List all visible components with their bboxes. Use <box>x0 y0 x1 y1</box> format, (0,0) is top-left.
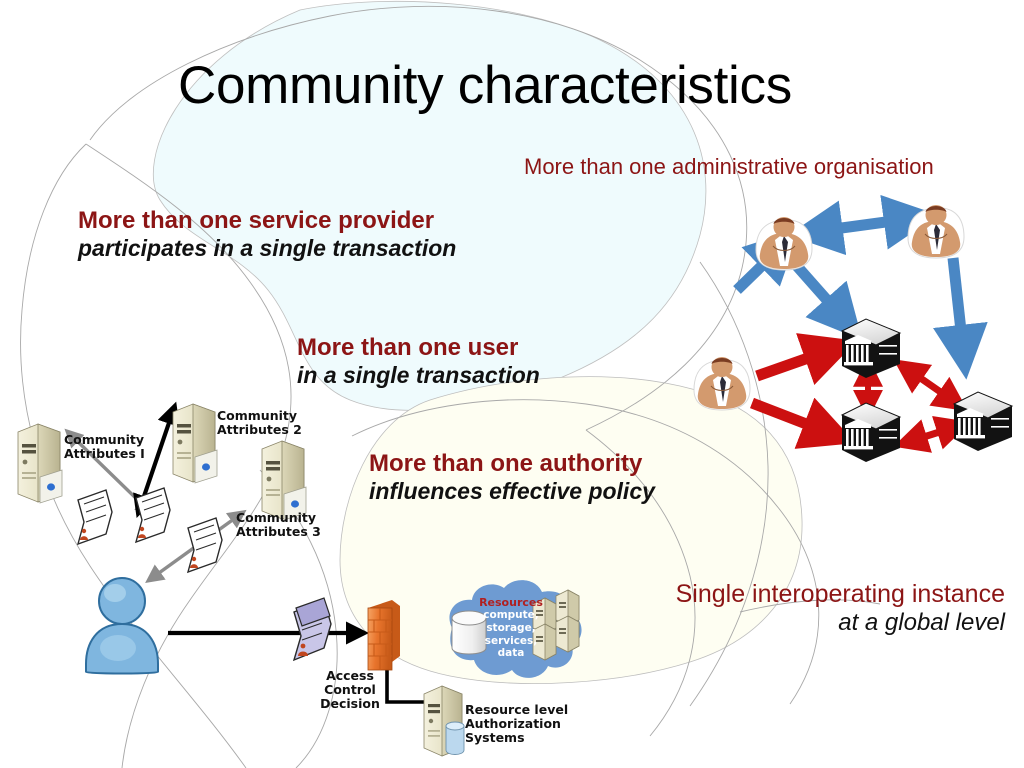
attribute-server-icon-3 <box>261 440 307 521</box>
credential-document-icon-3 <box>186 517 223 574</box>
credential-document-icon-request <box>292 597 332 662</box>
red-edges <box>750 333 971 453</box>
credential-document-icon-1 <box>76 489 113 546</box>
label-community-attributes-1: Community Attributes I <box>64 432 145 461</box>
blue-edges <box>733 194 988 380</box>
institution-building-icon-top <box>840 318 902 378</box>
claim-single-instance-line1: Single interoperating instance <box>675 580 1005 608</box>
claim-admin-organisation: More than one administrative organisatio… <box>524 154 934 179</box>
edge-person-left-institution-top <box>755 333 858 385</box>
claim-user-line1: More than one user <box>297 334 519 361</box>
claim-more-than-one-user: More than one user in a single transacti… <box>297 334 540 389</box>
authorization-server-icon <box>423 685 465 757</box>
database-cylinder-icon <box>451 610 487 655</box>
institution-building-icon-bottom <box>840 402 902 462</box>
edge-institution-top-right <box>893 359 969 412</box>
attribute-server-icon-2 <box>172 403 218 484</box>
server-rack-icon <box>532 589 580 661</box>
edge-institution-bottom-right <box>893 415 971 453</box>
claim-single-instance-line2: at a global level <box>838 609 1005 636</box>
label-community-attributes-2: Community Attributes 2 <box>217 408 302 437</box>
claim-more-than-one-authority: More than one authority influences effec… <box>369 450 655 505</box>
firewall-brick-icon <box>367 600 400 671</box>
arrow-user-server2 <box>133 401 180 518</box>
edge-person-tr-institution-right <box>933 257 988 380</box>
businessman-icon-left <box>693 357 751 411</box>
page-title: Community characteristics <box>178 56 792 115</box>
label-resources-heading: Resources <box>479 596 543 609</box>
claim-authority-line2: influences effective policy <box>369 478 655 504</box>
label-resource-level-authorization: Resource level Authorization Systems <box>465 702 569 745</box>
label-community-attributes-3: Community Attributes 3 <box>236 510 321 539</box>
claim-service-provider: More than one service provider participa… <box>78 207 456 262</box>
institution-building-icon-right <box>952 391 1014 451</box>
label-resources-body: compute, storage, services, data <box>483 609 539 660</box>
label-access-control-decision: Access Control Decision <box>320 668 380 711</box>
claim-user-line2: in a single transaction <box>297 362 540 388</box>
claim-single-interoperating-instance: Single interoperating instance at a glob… <box>590 580 1005 637</box>
businessman-icon-top-right <box>907 205 965 259</box>
claim-authority-line1: More than one authority <box>369 450 643 477</box>
credential-document-icon-2 <box>134 487 171 544</box>
user-avatar-icon <box>85 577 159 675</box>
claim-service-provider-line2: participates in a single transaction <box>78 235 457 261</box>
edge-person-left-institution-bottom <box>750 397 856 449</box>
claim-service-provider-line1: More than one service provider <box>78 207 435 234</box>
businessman-icon-top-left <box>755 217 813 271</box>
edge-person-tl-person-tr <box>788 194 939 256</box>
attribute-server-icon-1 <box>17 423 63 504</box>
edge-person-tl-institution-top <box>791 261 863 341</box>
